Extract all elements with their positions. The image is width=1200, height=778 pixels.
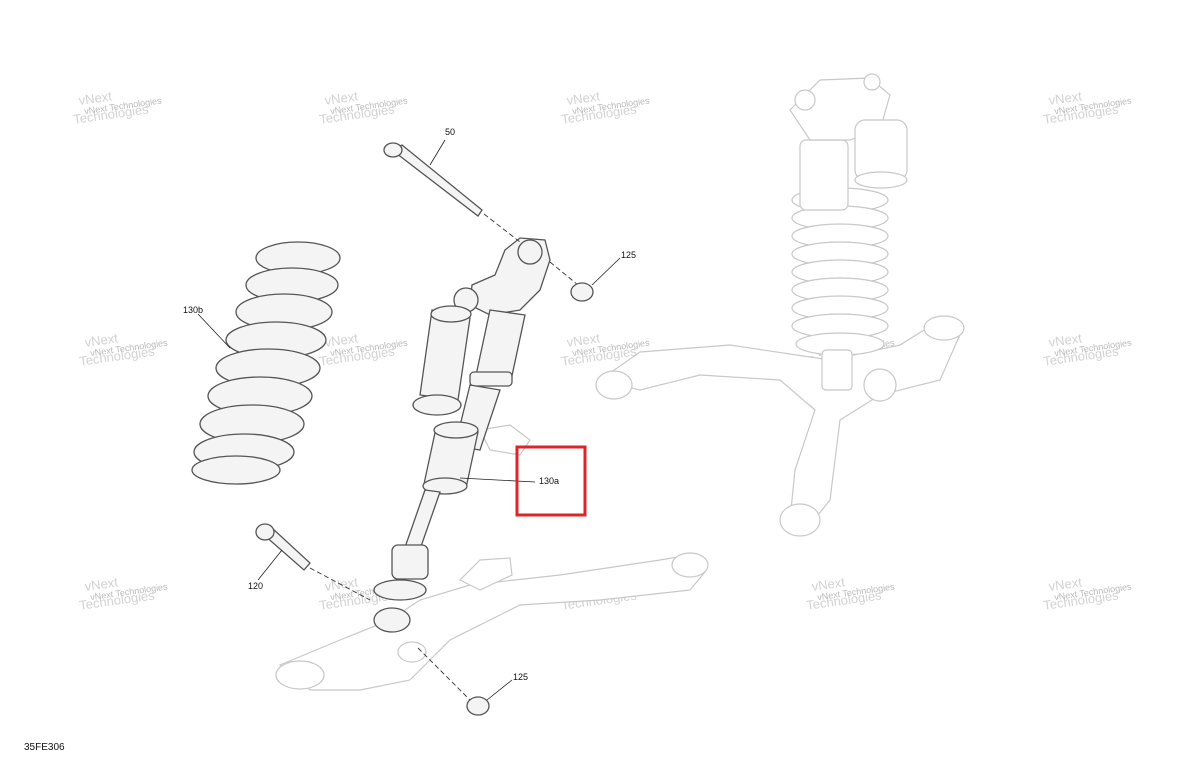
watermark-text: vNext (324, 330, 359, 350)
watermark-text: vNext (566, 88, 601, 108)
watermark-text: vNext (324, 574, 359, 594)
highlight-box-130a (515, 445, 587, 517)
bolt-120 (255, 523, 371, 601)
callouts: 50 125 130b 130a 120 125 (183, 127, 636, 701)
callout-130b[interactable]: 130b (183, 305, 203, 315)
watermark-text: vNext (1048, 574, 1083, 594)
watermark-text: vNext (78, 88, 113, 108)
watermark-text: vNext (84, 330, 119, 350)
watermark-text: vNext (566, 330, 601, 350)
assembly-line (309, 567, 371, 601)
callout-125-bottom[interactable]: 125 (513, 672, 528, 682)
reference-code: 35FE306 (24, 742, 65, 753)
shock-absorber (373, 237, 551, 633)
watermark-text: vNext (84, 574, 119, 594)
assembly-line (549, 261, 579, 286)
assembly-line (483, 213, 521, 243)
watermark-text: vNext (1048, 330, 1083, 350)
watermark-text: vNext (811, 574, 846, 594)
assembly-line (417, 647, 471, 701)
nut-125-top (549, 261, 594, 302)
callout-130a[interactable]: 130a (539, 476, 559, 486)
watermark-text: vNext (324, 88, 359, 108)
assembled-suspension (595, 73, 965, 537)
lower-a-arm (275, 424, 709, 691)
coil-spring (191, 241, 341, 485)
watermark-text: vNext (1048, 88, 1083, 108)
callout-125-top[interactable]: 125 (621, 250, 636, 260)
nut-125-bottom (417, 647, 490, 716)
bolt-50 (383, 142, 521, 243)
callout-120[interactable]: 120 (248, 581, 263, 591)
callout-50[interactable]: 50 (445, 127, 455, 137)
